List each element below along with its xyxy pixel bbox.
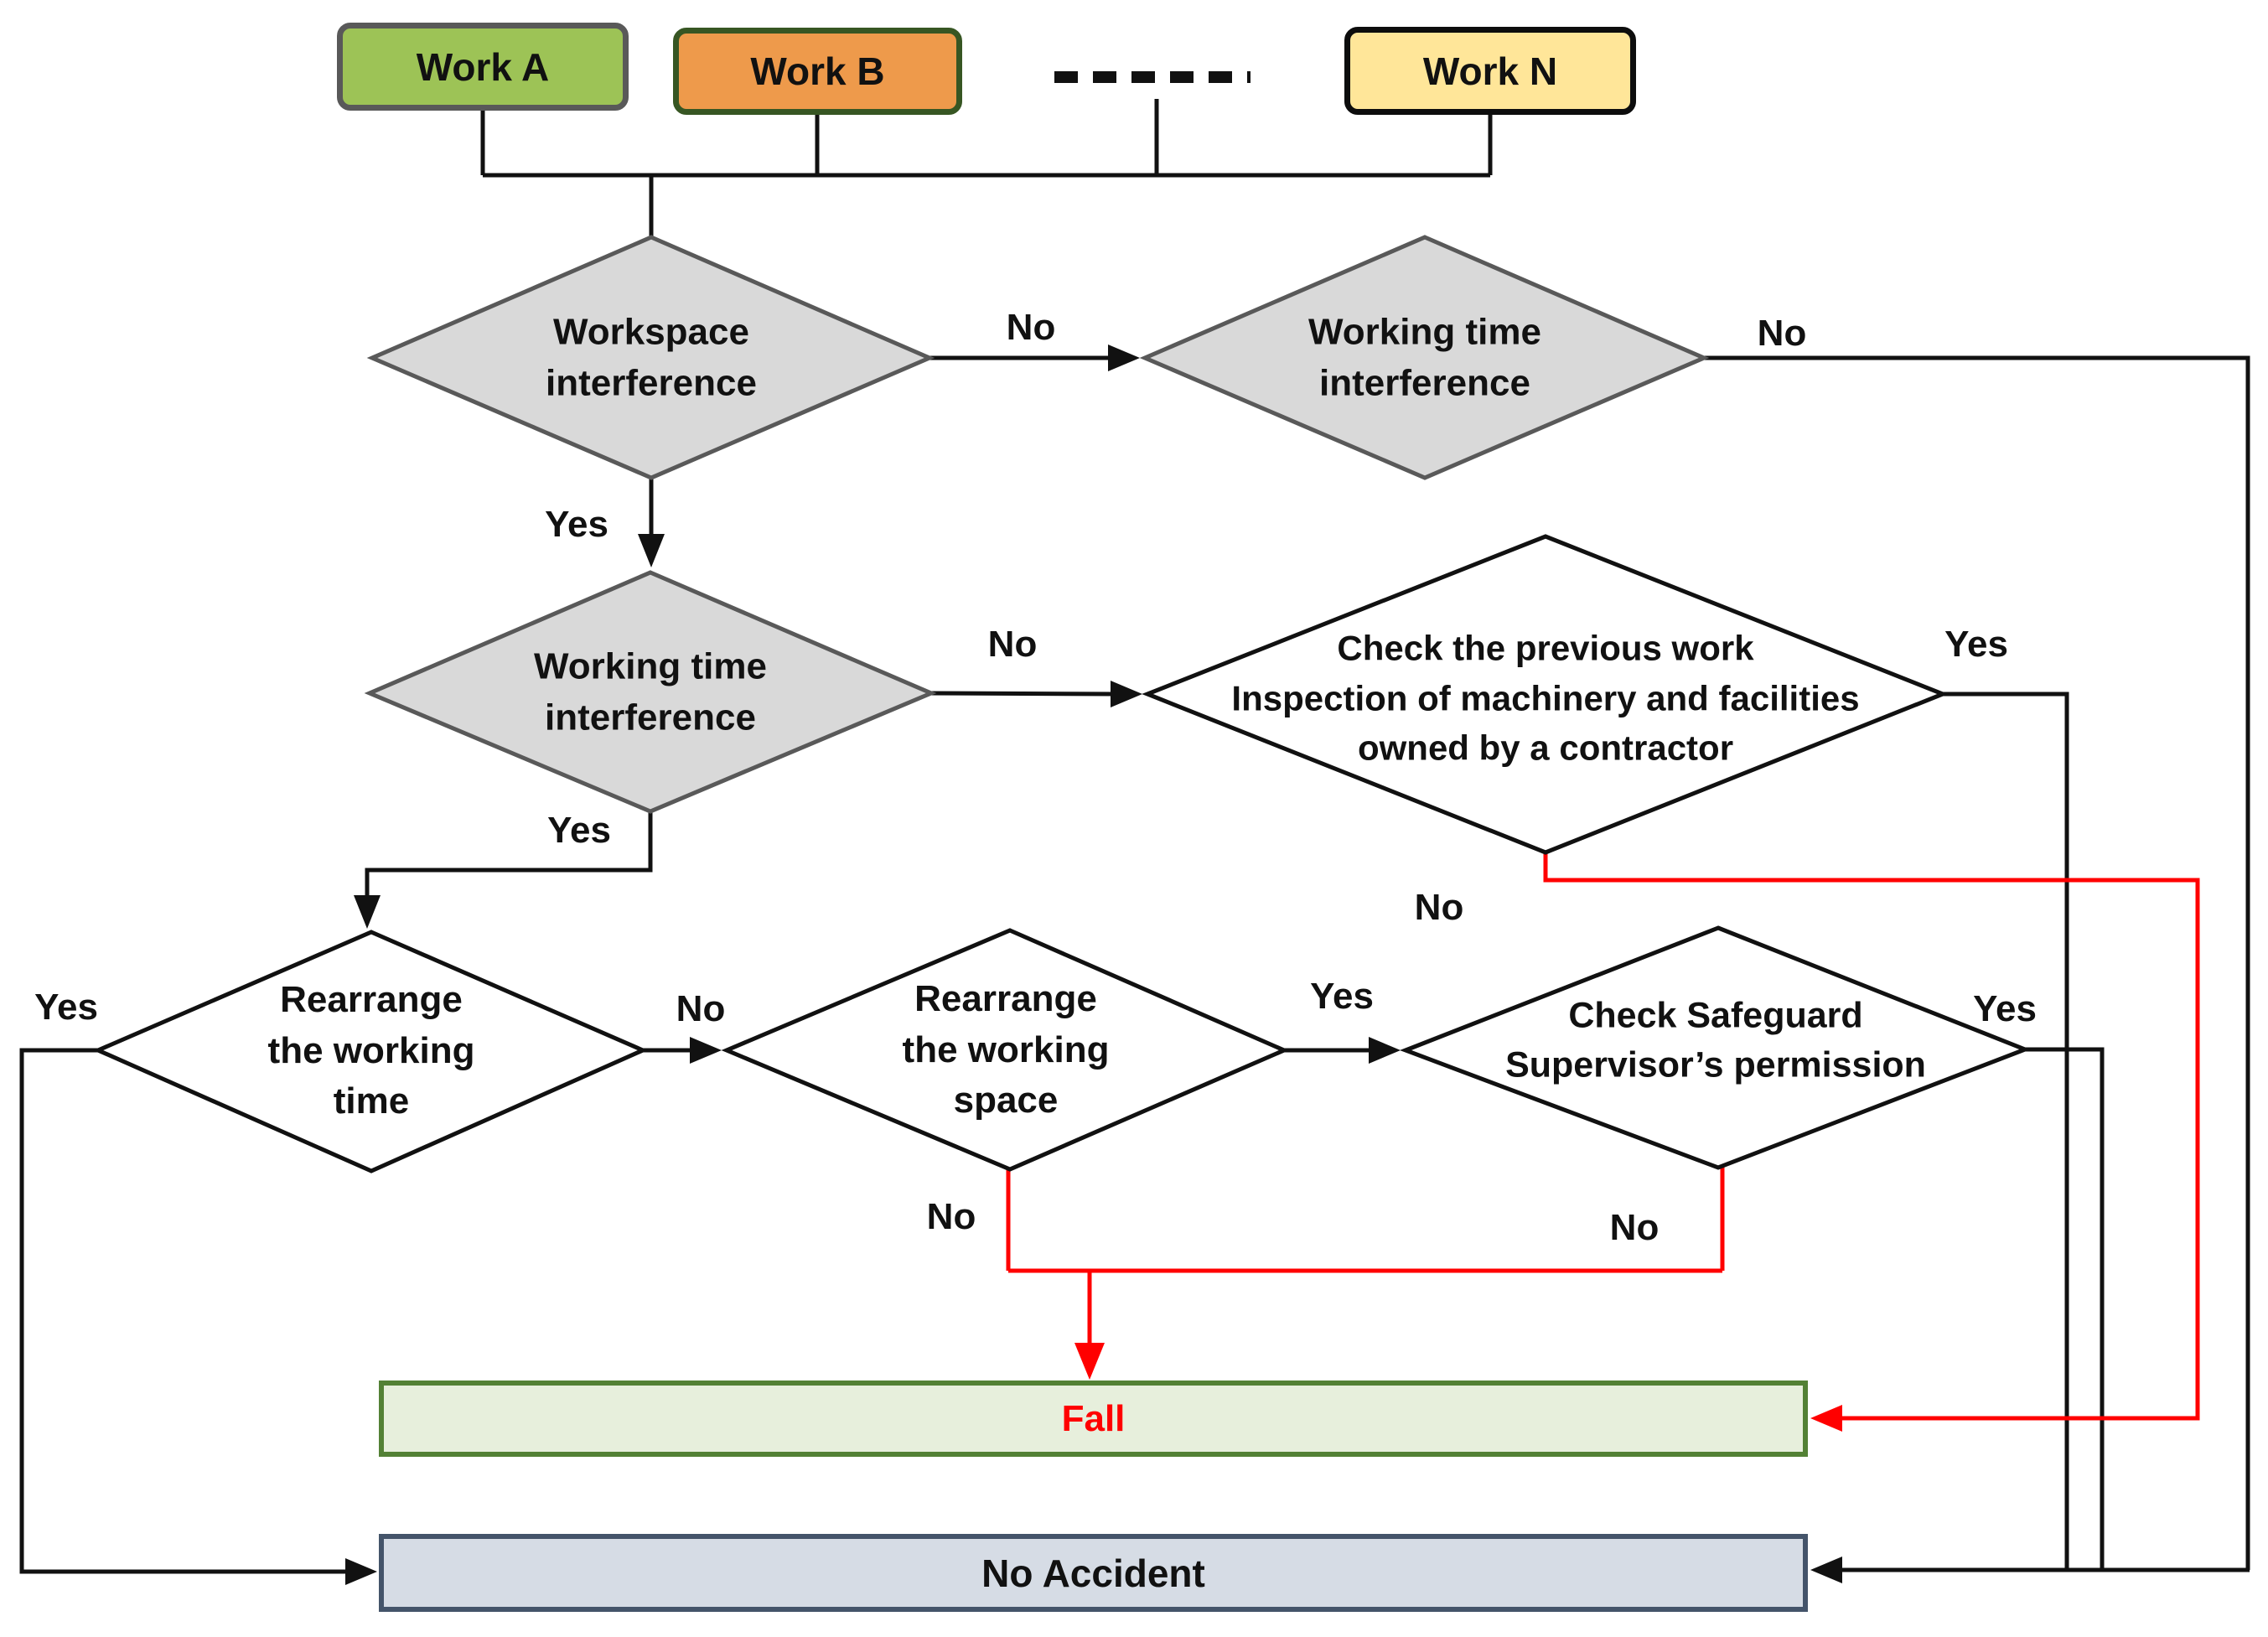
no-accident-outcome-box: No Accident	[379, 1534, 1808, 1612]
work-b-label: Work B	[750, 49, 885, 93]
work-a-box: Work A	[337, 23, 629, 111]
work-a-label: Work A	[416, 44, 550, 89]
work-b-box: Work B	[673, 28, 962, 115]
work-n-box: Work N	[1344, 27, 1636, 115]
fall-outcome-box: Fall	[379, 1381, 1808, 1457]
fall-label: Fall	[1061, 1397, 1126, 1439]
work-n-label: Work N	[1422, 49, 1558, 93]
no-accident-label: No Accident	[981, 1551, 1205, 1595]
